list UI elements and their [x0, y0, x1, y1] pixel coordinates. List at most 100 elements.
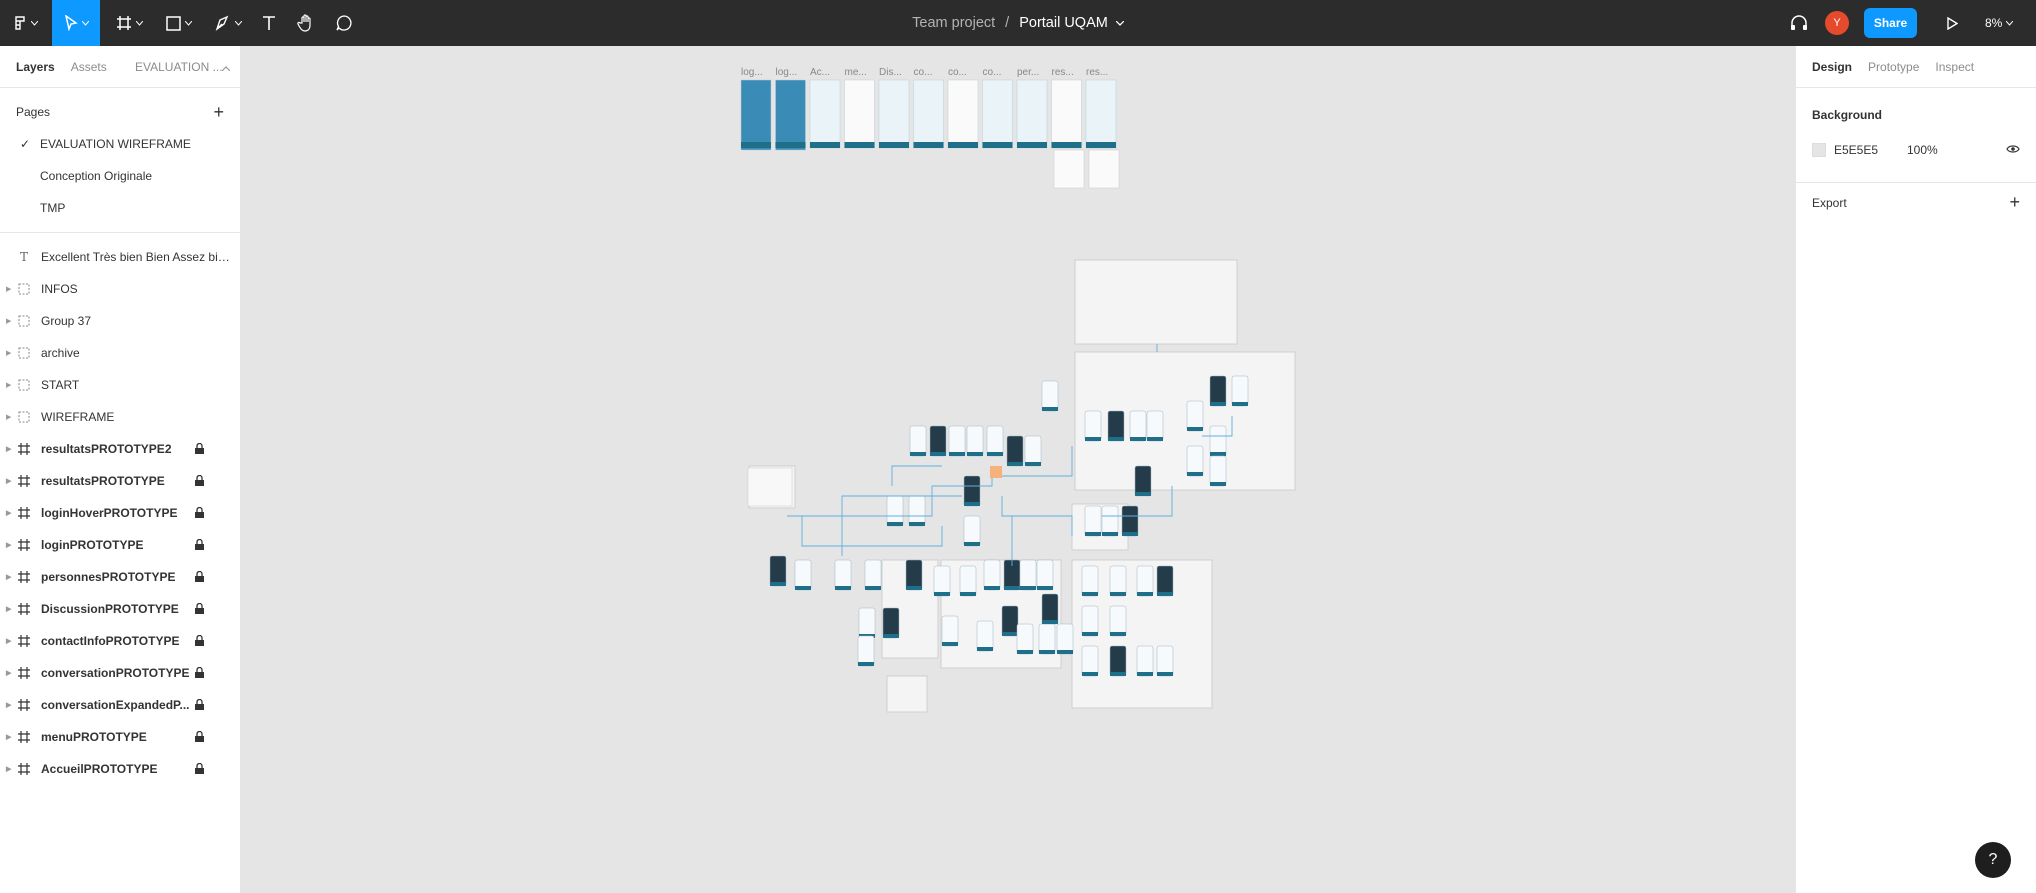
background-swatch[interactable]: [1812, 143, 1826, 157]
layer-item-frame[interactable]: ▶ contactInfoPROTOTYPE: [0, 625, 240, 657]
lock-icon[interactable]: [195, 538, 204, 553]
phone-nav-bar: [1004, 586, 1020, 590]
hand-tool-button[interactable]: [290, 0, 322, 46]
expand-arrow-icon[interactable]: ▶: [6, 446, 12, 453]
phone-nav-bar: [1085, 437, 1101, 441]
share-button[interactable]: Share: [1864, 8, 1917, 38]
lock-icon[interactable]: [195, 666, 204, 681]
background-opacity-input[interactable]: 100%: [1907, 143, 1938, 157]
frame-label[interactable]: me...: [844, 67, 867, 78]
current-page-label[interactable]: EVALUATION ...: [135, 60, 223, 74]
expand-arrow-icon[interactable]: ▶: [6, 638, 12, 645]
expand-arrow-icon[interactable]: ▶: [6, 286, 12, 293]
frame-label[interactable]: Ac...: [810, 67, 831, 78]
page-item-tmp[interactable]: TMP: [0, 192, 240, 224]
lock-icon[interactable]: [195, 698, 204, 713]
expand-arrow-icon[interactable]: ▶: [6, 542, 12, 549]
add-export-icon[interactable]: +: [2009, 192, 2020, 212]
layer-item-frame[interactable]: ▶ loginHoverPROTOTYPE: [0, 497, 240, 529]
layer-item-frame[interactable]: ▶ resultatsPROTOTYPE2: [0, 433, 240, 465]
lock-icon[interactable]: [195, 506, 204, 521]
pen-tool-button[interactable]: [207, 0, 249, 46]
phone-frame: [1109, 605, 1127, 637]
frame-label[interactable]: co...: [913, 67, 933, 78]
expand-arrow-icon[interactable]: ▶: [6, 734, 12, 741]
expand-arrow-icon[interactable]: ▶: [6, 574, 12, 581]
expand-arrow-icon[interactable]: ▶: [6, 382, 12, 389]
layer-item-frame[interactable]: ▶ loginPROTOTYPE: [0, 529, 240, 561]
layer-item-archive[interactable]: ▶ archive: [0, 337, 240, 369]
frame-label[interactable]: co...: [982, 67, 1002, 78]
canvas[interactable]: log... log... Ac... me... Dis... co... co... co…: [242, 46, 1794, 893]
page-item-evaluation-wireframe[interactable]: ✓ EVALUATION WIREFRAME: [0, 128, 240, 160]
layer-item-frame[interactable]: ▶ conversationPROTOTYPE: [0, 657, 240, 689]
frame-label[interactable]: log...: [741, 67, 763, 78]
layer-item-frame[interactable]: ▶ conversationExpandedP...: [0, 689, 240, 721]
audio-button[interactable]: [1785, 0, 1813, 46]
top-frame-thumbnail: [1085, 79, 1117, 149]
main-menu-button[interactable]: [0, 0, 50, 46]
layer-item-start[interactable]: ▶ START: [0, 369, 240, 401]
frame-tool-button[interactable]: [108, 0, 150, 46]
layer-item-frame[interactable]: ▶ AccueilPROTOTYPE: [0, 753, 240, 785]
frame-label[interactable]: log...: [775, 67, 798, 78]
phone-frame: [1016, 623, 1034, 655]
layer-label: resultatsPROTOTYPE: [41, 474, 165, 488]
layer-item-group-37[interactable]: ▶ Group 37: [0, 305, 240, 337]
help-button[interactable]: ?: [1975, 842, 2011, 878]
expand-arrow-icon[interactable]: ▶: [6, 766, 12, 773]
expand-arrow-icon[interactable]: ▶: [6, 670, 12, 677]
lock-icon[interactable]: [195, 474, 204, 489]
lock-icon[interactable]: [195, 634, 204, 649]
tab-design[interactable]: Design: [1812, 59, 1853, 74]
phone-frame: [882, 607, 900, 639]
collapse-pages-icon[interactable]: [221, 60, 231, 74]
tab-prototype[interactable]: Prototype: [1868, 59, 1920, 74]
move-tool-button[interactable]: [52, 0, 100, 46]
lock-icon[interactable]: [195, 730, 204, 745]
tab-layers[interactable]: Layers: [16, 59, 55, 74]
expand-arrow-icon[interactable]: ▶: [6, 510, 12, 517]
add-page-icon[interactable]: +: [213, 102, 224, 122]
eye-icon[interactable]: [2006, 143, 2020, 157]
frame-label[interactable]: res...: [1051, 67, 1074, 78]
background-fill-row[interactable]: E5E5E5 100%: [1796, 134, 2036, 166]
expand-arrow-icon[interactable]: ▶: [6, 350, 12, 357]
frame-label[interactable]: res...: [1086, 67, 1109, 78]
file-name[interactable]: Portail UQAM: [1019, 15, 1108, 31]
background-hex-input[interactable]: E5E5E5: [1834, 143, 1879, 157]
page-item-conception-originale[interactable]: Conception Originale: [0, 160, 240, 192]
layer-item-frame[interactable]: ▶ personnesPROTOTYPE: [0, 561, 240, 593]
layer-item-wireframe[interactable]: ▶ WIREFRAME: [0, 401, 240, 433]
frame-label[interactable]: co...: [948, 67, 967, 78]
layer-item-frame[interactable]: ▶ resultatsPROTOTYPE: [0, 465, 240, 497]
tab-inspect[interactable]: Inspect: [1935, 59, 1975, 74]
layer-item-infos[interactable]: ▶ INFOS: [0, 273, 240, 305]
layer-item-text[interactable]: T Excellent Très bien Bien Assez bie...: [0, 241, 240, 273]
comment-tool-button[interactable]: [328, 0, 360, 46]
frame-label[interactable]: Dis...: [879, 67, 902, 78]
expand-arrow-icon[interactable]: ▶: [6, 318, 12, 325]
layer-item-frame[interactable]: ▶ menuPROTOTYPE: [0, 721, 240, 753]
expand-arrow-icon[interactable]: ▶: [6, 606, 12, 613]
layer-item-frame[interactable]: ▶ DiscussionPROTOTYPE: [0, 593, 240, 625]
expand-arrow-icon[interactable]: ▶: [6, 702, 12, 709]
lock-icon[interactable]: [195, 602, 204, 617]
project-name[interactable]: Team project: [912, 15, 996, 31]
file-menu-chevron-icon[interactable]: [1115, 20, 1124, 26]
frame-label[interactable]: per...: [1017, 67, 1040, 78]
shape-tool-button[interactable]: [158, 0, 200, 46]
phone-nav-bar: [1020, 586, 1036, 590]
tab-assets[interactable]: Assets: [70, 59, 107, 74]
lock-icon[interactable]: [195, 570, 204, 585]
expand-arrow-icon[interactable]: ▶: [6, 478, 12, 485]
text-tool-button[interactable]: [253, 0, 285, 46]
avatar[interactable]: Y: [1825, 11, 1849, 35]
lock-icon[interactable]: [195, 762, 204, 777]
group-icon: [17, 346, 31, 360]
lock-icon[interactable]: [195, 442, 204, 457]
present-button[interactable]: [1938, 0, 1966, 46]
expand-arrow-icon[interactable]: ▶: [6, 414, 12, 421]
layer-label: archive: [41, 346, 80, 360]
zoom-control[interactable]: 8%: [1985, 0, 2014, 46]
